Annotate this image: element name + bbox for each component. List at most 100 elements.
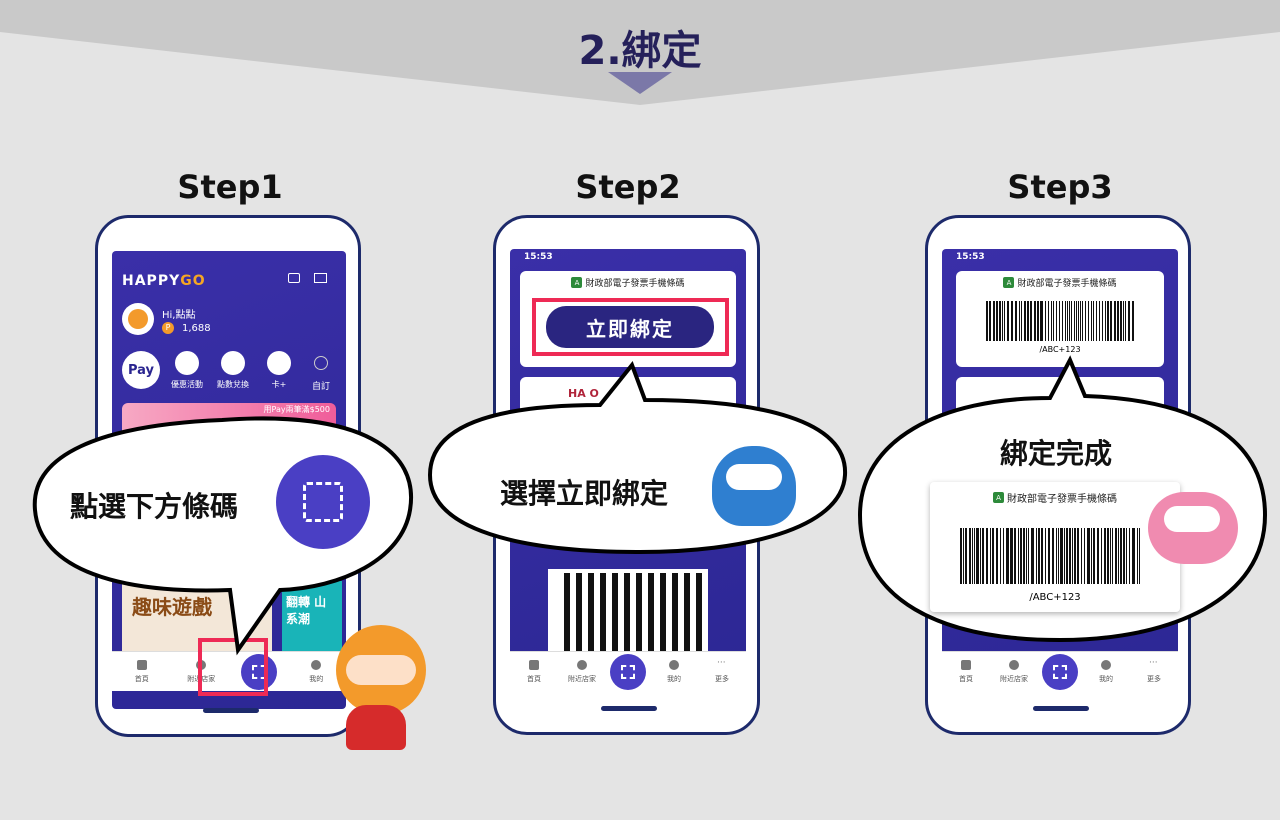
qr-module bbox=[672, 621, 678, 627]
nav-more[interactable]: ···更多 bbox=[715, 657, 729, 683]
barcode-bar bbox=[1011, 528, 1013, 584]
nav-me[interactable]: 我的 bbox=[296, 659, 336, 684]
bind-now-button[interactable]: 立即綁定 bbox=[546, 306, 714, 348]
location-icon bbox=[1009, 659, 1019, 670]
qr-module bbox=[576, 591, 582, 597]
barcode-bar bbox=[976, 528, 979, 584]
barcode-bar bbox=[1012, 301, 1014, 341]
shortcut-card[interactable]: 卡+ bbox=[260, 351, 298, 392]
qr-module bbox=[648, 633, 654, 639]
nav-nearby[interactable]: 附近店家 bbox=[994, 659, 1034, 684]
avatar[interactable] bbox=[122, 303, 154, 335]
qr-module bbox=[588, 609, 594, 615]
qr-module bbox=[612, 633, 618, 639]
barcode-bar bbox=[1010, 301, 1012, 341]
nav-me[interactable]: 我的 bbox=[1086, 659, 1126, 684]
pay-button[interactable]: Pay bbox=[122, 351, 160, 389]
qr-module bbox=[696, 585, 702, 591]
mail-icon[interactable] bbox=[314, 273, 327, 283]
qr-module bbox=[588, 579, 594, 585]
qr-module bbox=[600, 597, 606, 603]
barcode-bar bbox=[1033, 301, 1035, 341]
shortcut-redeem[interactable]: 點數兌換 bbox=[214, 351, 252, 392]
home-indicator bbox=[601, 706, 657, 711]
barcode-bar bbox=[1122, 528, 1126, 584]
barcode-bar bbox=[1087, 528, 1090, 584]
qr-module bbox=[576, 627, 582, 633]
home-icon bbox=[961, 659, 971, 670]
step3-label: Step3 bbox=[1007, 168, 1113, 206]
nav-home[interactable]: 首頁 bbox=[514, 659, 554, 684]
qr-module bbox=[624, 585, 630, 591]
barcode-bar bbox=[999, 301, 1001, 341]
promo-mountain[interactable]: 翻轉 山系潮 bbox=[282, 581, 342, 651]
qr-module bbox=[696, 645, 702, 651]
barcode-bar bbox=[1020, 528, 1022, 584]
barcode-bar bbox=[973, 528, 976, 584]
qr-module bbox=[564, 585, 570, 591]
barcode-bar bbox=[1104, 301, 1106, 341]
scan-barcode-button[interactable] bbox=[1042, 653, 1078, 690]
bottom-nav: 首頁 附近店家 我的 ···更多 bbox=[942, 651, 1178, 691]
qr-module bbox=[660, 627, 666, 633]
qr-module bbox=[612, 621, 618, 627]
home-icon bbox=[136, 659, 147, 670]
barcode-bar bbox=[1058, 301, 1060, 341]
nav-more[interactable]: ···更多 bbox=[1147, 657, 1161, 683]
barcode-bar bbox=[1111, 301, 1113, 341]
barcode-bar bbox=[1093, 528, 1095, 584]
page-title: 2.綁定 bbox=[578, 28, 702, 74]
barcode-bar bbox=[1128, 528, 1131, 584]
qr-module bbox=[696, 573, 702, 579]
qr-module bbox=[564, 639, 570, 645]
step1-label: Step1 bbox=[177, 168, 283, 206]
qr-module bbox=[624, 627, 630, 633]
qr-module bbox=[636, 639, 642, 645]
qr-module bbox=[588, 615, 594, 621]
qr-module bbox=[636, 579, 642, 585]
qr-module bbox=[672, 591, 678, 597]
barcode bbox=[960, 528, 1142, 584]
barcode-bar bbox=[1013, 528, 1017, 584]
barcode-bar bbox=[985, 528, 989, 584]
barcode-bar bbox=[1031, 528, 1034, 584]
barcode-bar bbox=[1120, 301, 1122, 341]
qr-module bbox=[684, 603, 690, 609]
qr-module bbox=[612, 597, 618, 603]
nav-home[interactable]: 首頁 bbox=[946, 659, 986, 684]
location-icon bbox=[577, 659, 587, 670]
barcode-bar bbox=[1028, 301, 1030, 341]
barcode-bar bbox=[1118, 528, 1120, 584]
qr-module bbox=[648, 591, 654, 597]
nav-me[interactable]: 我的 bbox=[654, 659, 694, 684]
barcode-bar bbox=[1076, 528, 1079, 584]
qr-module bbox=[576, 615, 582, 621]
qr-module bbox=[636, 585, 642, 591]
qr-module bbox=[696, 609, 702, 615]
qr-module bbox=[684, 585, 690, 591]
qr-module bbox=[564, 627, 570, 633]
qr-module bbox=[696, 615, 702, 621]
qr-module bbox=[564, 615, 570, 621]
shortcut-offers[interactable]: 優惠活動 bbox=[168, 351, 206, 392]
qr-module bbox=[612, 579, 618, 585]
barcode-bar bbox=[1006, 528, 1009, 584]
barcode-bar bbox=[995, 528, 998, 584]
barcode-bar bbox=[1001, 301, 1003, 341]
barcode-icon bbox=[1053, 664, 1067, 679]
shortcut-custom[interactable]: 自訂 bbox=[306, 351, 336, 392]
chat-icon[interactable] bbox=[288, 273, 300, 283]
nav-nearby[interactable]: 附近店家 bbox=[562, 659, 602, 684]
barcode-bar bbox=[1103, 528, 1106, 584]
qr-module bbox=[600, 591, 606, 597]
barcode-bar bbox=[1018, 528, 1020, 584]
barcode-bar bbox=[1057, 528, 1060, 584]
scan-barcode-button[interactable] bbox=[610, 653, 646, 690]
qr-module bbox=[588, 633, 594, 639]
nav-home[interactable]: 首頁 bbox=[122, 659, 162, 684]
qr-module bbox=[684, 639, 690, 645]
barcode-bar bbox=[1025, 528, 1027, 584]
scan-barcode-button[interactable] bbox=[240, 653, 277, 690]
